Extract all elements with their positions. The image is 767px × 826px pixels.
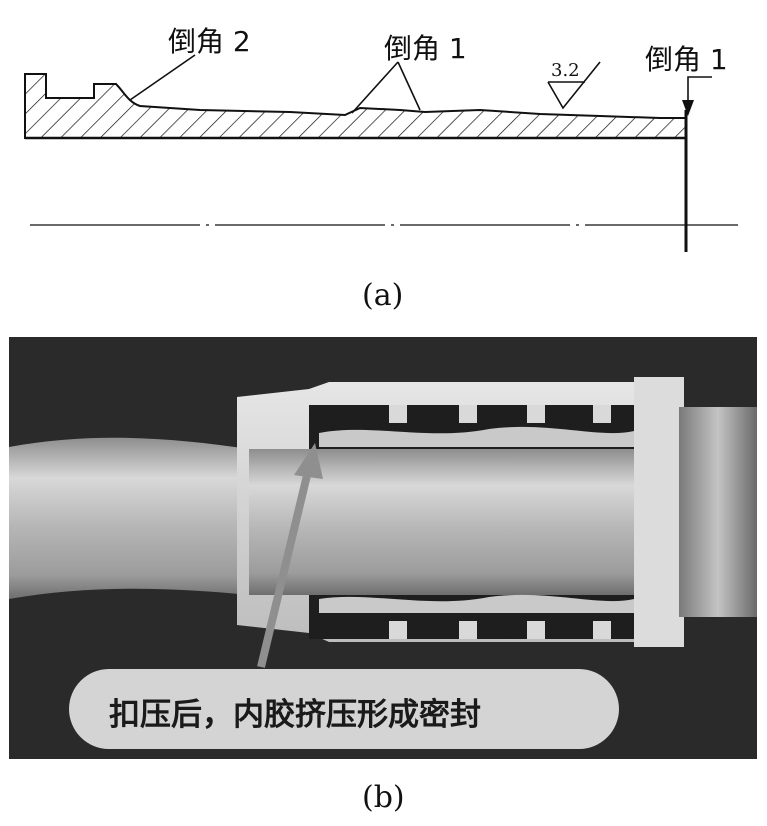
label-chamfer-1-mid: 倒角 1	[384, 32, 467, 65]
hatched-wall	[24, 73, 687, 139]
section-drawing	[24, 54, 738, 252]
crimp-photo: 扣压后，内胶挤压形成密封	[9, 337, 757, 759]
figure-a: 倒角 2 倒角 1 倒角 1 3.2 (a)	[0, 0, 767, 320]
callout-text: 扣压后，内胶挤压形成密封	[109, 697, 481, 733]
callout-bubble	[69, 669, 619, 749]
label-chamfer-2: 倒角 2	[168, 25, 251, 58]
caption-b: (b)	[362, 780, 405, 815]
fitting-illustration	[9, 377, 757, 668]
caption-a: (a)	[362, 278, 404, 313]
roughness-value: 3.2	[551, 60, 580, 81]
label-chamfer-1-right: 倒角 1	[645, 43, 728, 76]
